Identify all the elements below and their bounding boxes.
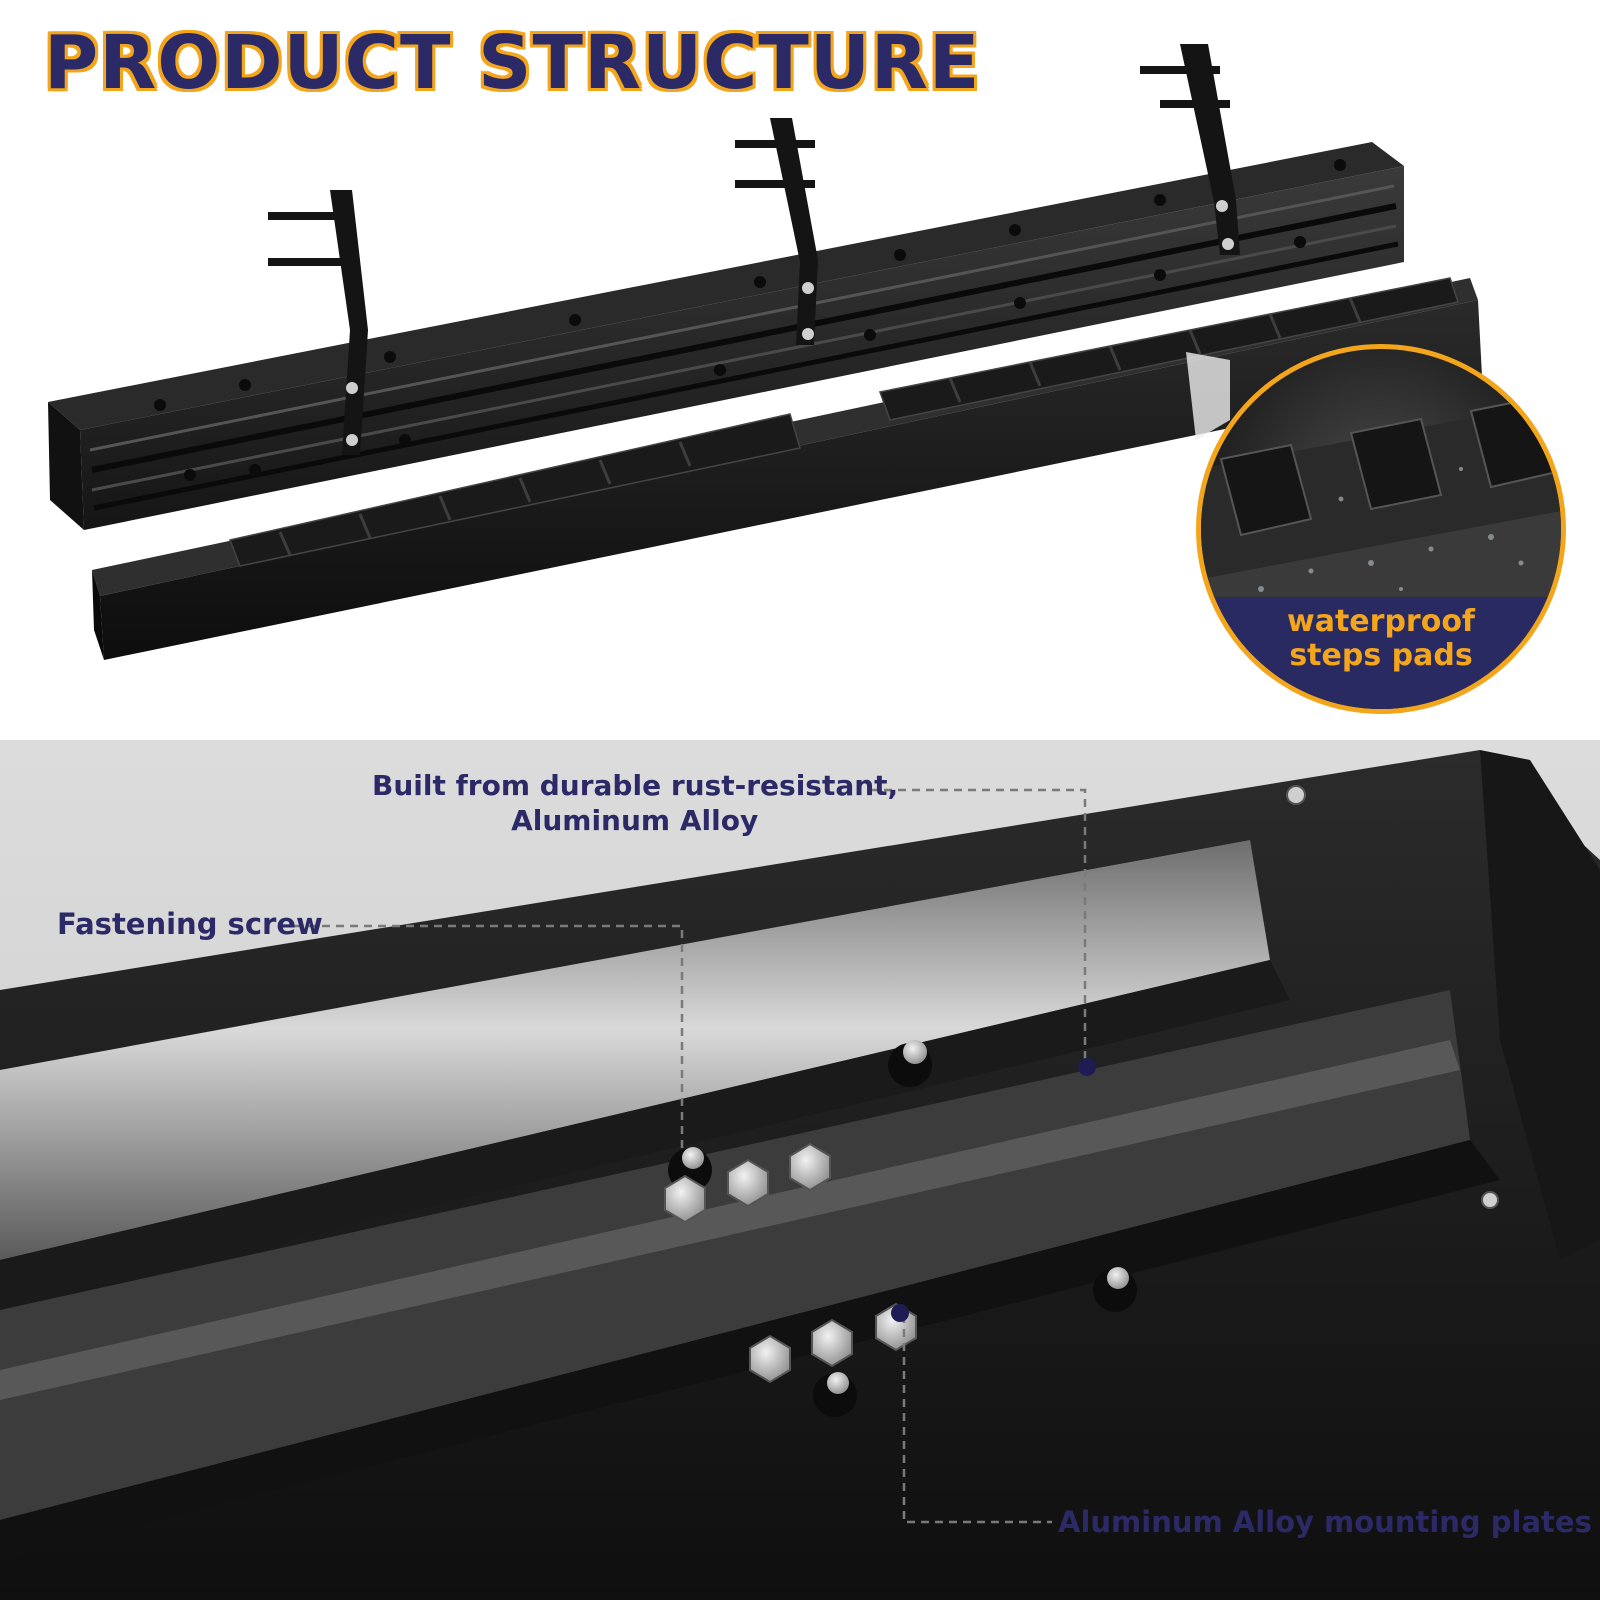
back-running-board bbox=[48, 142, 1404, 530]
callout-lines bbox=[294, 788, 1087, 1524]
hex-nuts bbox=[664, 1142, 917, 1384]
waterproof-pad-inset: waterproof steps pads bbox=[1196, 344, 1566, 714]
fastening-screw-callout: Fastening screw bbox=[57, 907, 323, 941]
page-title: PRODUCT STRUCTURE bbox=[44, 20, 981, 106]
plates-callout-dot bbox=[891, 1304, 909, 1322]
material-callout-dot bbox=[1078, 1058, 1096, 1076]
upper-rail bbox=[0, 960, 1290, 1310]
inset-caption-line1: waterproof bbox=[1287, 604, 1475, 639]
board-closeup-illustration bbox=[0, 750, 1600, 1600]
material-callout: Built from durable rust-resistant, Alumi… bbox=[372, 768, 898, 838]
mounting-plates-callout: Aluminum Alloy mounting plates bbox=[1058, 1505, 1592, 1539]
material-callout-line2: Aluminum Alloy bbox=[511, 804, 759, 837]
product-overview-section: PRODUCT STRUCTURE bbox=[0, 0, 1600, 740]
material-callout-line1: Built from durable rust-resistant, bbox=[372, 769, 899, 802]
front-running-board bbox=[92, 277, 1482, 660]
inset-caption: waterproof steps pads bbox=[1201, 597, 1561, 709]
inner-channel bbox=[0, 840, 1270, 1260]
inset-caption-line2: steps pads bbox=[1289, 638, 1473, 673]
fastening-screws bbox=[668, 1040, 1137, 1417]
detail-closeup-section: Built from durable rust-resistant, Alumi… bbox=[0, 740, 1600, 1600]
running-boards-illustration bbox=[48, 44, 1482, 660]
end-cap bbox=[1480, 750, 1600, 1260]
